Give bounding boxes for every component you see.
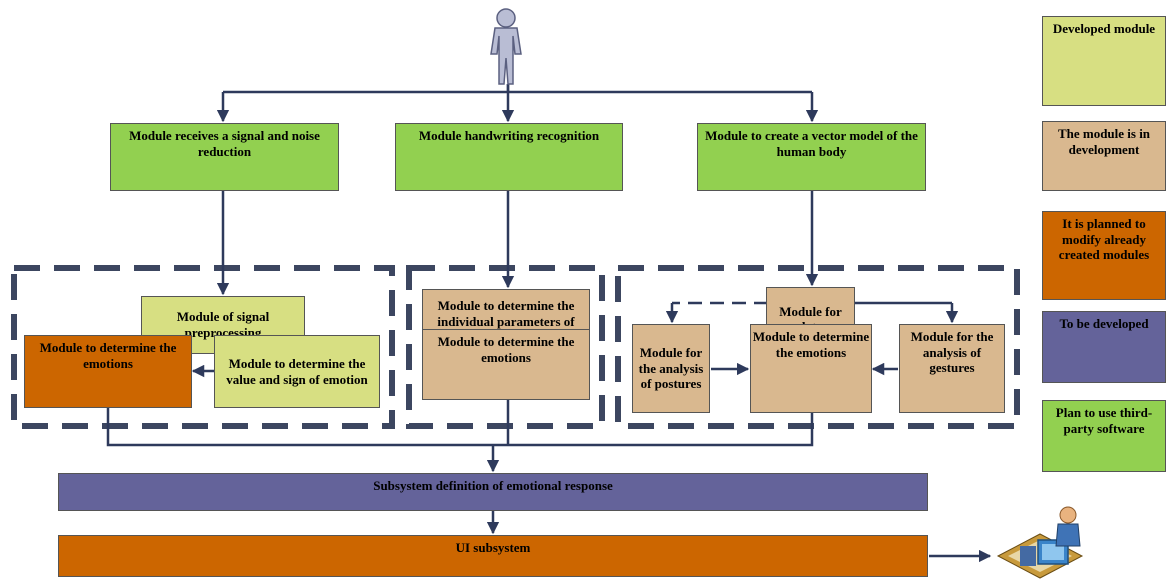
legend-planned-modify-label: It is planned to modify already created … (1058, 216, 1150, 263)
legend-to-be-developed: To be developed (1042, 311, 1166, 383)
module-emotions-left: Module to determine the emotions (24, 335, 192, 408)
module-gestures-analysis-label: Module for the analysis of gestures (910, 329, 994, 376)
module-value-sign-emotion: Module to determine the value and sign o… (214, 335, 380, 408)
legend-in-development-label: The module is in development (1057, 126, 1151, 157)
module-emotions-right: Module to determine the emotions (750, 324, 872, 413)
module-emotions-right-label: Module to determine the emotions (752, 329, 870, 360)
connector-left-output (106, 408, 493, 447)
module-vector-model-label: Module to create a vector model of the h… (705, 128, 918, 159)
module-emotions-left-label: Module to determine the emotions (39, 340, 177, 371)
module-postures-analysis-label: Module for the analysis of postures (638, 345, 704, 392)
module-emotions-middle-label: Module to determine the emotions (437, 334, 575, 365)
module-signal-noise-reduction: Module receives a signal and noise reduc… (110, 123, 339, 191)
connector-right-output (493, 412, 814, 447)
legend-developed-label: Developed module (1052, 21, 1156, 36)
group-signal-region (11, 265, 395, 429)
module-value-sign-emotion-label: Module to determine the value and sign o… (226, 355, 368, 387)
module-vector-model: Module to create a vector model of the h… (697, 123, 926, 191)
module-handwriting-recognition-label: Module handwriting recognition (418, 128, 600, 143)
legend-in-development: The module is in development (1042, 121, 1166, 191)
computer-operator-icon (996, 506, 1084, 579)
module-handwriting-recognition: Module handwriting recognition (395, 123, 623, 191)
subsystem-emotional-response: Subsystem definition of emotional respon… (58, 473, 928, 511)
module-emotions-middle: Module to determine the emotions (422, 329, 590, 400)
legend-to-be-developed-label: To be developed (1059, 316, 1149, 331)
legend-third-party-label: Plan to use third-party software (1055, 405, 1153, 436)
legend-planned-modify: It is planned to modify already created … (1042, 211, 1166, 300)
subsystem-emotional-response-label: Subsystem definition of emotional respon… (373, 478, 613, 493)
legend-developed: Developed module (1042, 16, 1166, 106)
person-figure-icon (490, 8, 522, 85)
group-handwriting-region (406, 265, 605, 429)
module-signal-noise-reduction-label: Module receives a signal and noise reduc… (129, 128, 320, 159)
subsystem-ui: UI subsystem (58, 535, 928, 577)
module-postures-analysis: Module for the analysis of postures (632, 324, 710, 413)
subsystem-ui-label: UI subsystem (455, 540, 531, 555)
module-gestures-analysis: Module for the analysis of gestures (899, 324, 1005, 413)
module-signal-preprocessing-label: Module of signal preprocessing (176, 309, 270, 340)
legend-third-party: Plan to use third-party software (1042, 400, 1166, 472)
